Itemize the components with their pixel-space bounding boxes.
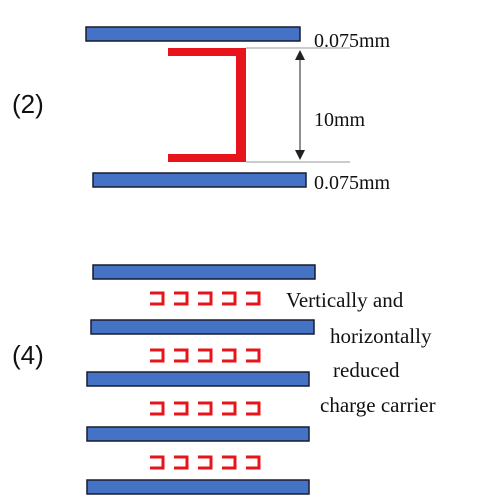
bottom-electrode-plate xyxy=(92,172,307,188)
separation-distance: 10mm xyxy=(314,109,366,131)
panel-2: (2) 0.075mm 10mm 0.075mm xyxy=(12,26,391,194)
panel-4-label: (4) xyxy=(12,340,44,370)
description-line-3: reduced xyxy=(333,358,400,382)
charge-carrier xyxy=(198,348,213,363)
description-line-4: charge carrier xyxy=(320,393,436,417)
dimension-arrow-up xyxy=(295,50,305,60)
charge-carrier xyxy=(150,455,165,470)
dimension-arrow-down xyxy=(295,150,305,160)
charge-carrier xyxy=(246,348,261,363)
carrier-rows xyxy=(150,291,261,470)
charge-carrier xyxy=(150,401,165,416)
charge-carrier xyxy=(222,455,237,470)
charge-carrier xyxy=(150,348,165,363)
stack-plate-2 xyxy=(90,319,315,335)
charge-carrier xyxy=(222,401,237,416)
description-line-1: Vertically and xyxy=(286,288,404,312)
stack-plate-3 xyxy=(86,371,310,387)
charge-carrier xyxy=(198,401,213,416)
bottom-gap-thickness: 0.075mm xyxy=(314,172,391,194)
stack-plate-1 xyxy=(92,264,316,280)
panel-2-label: (2) xyxy=(12,89,44,119)
charge-carrier xyxy=(246,401,261,416)
i-beam-carrier xyxy=(168,48,246,162)
stack-plate-5 xyxy=(86,479,310,495)
charge-carrier xyxy=(174,291,189,306)
charge-carrier xyxy=(246,291,261,306)
charge-carrier xyxy=(174,455,189,470)
top-electrode-plate xyxy=(85,26,301,42)
top-gap-thickness: 0.075mm xyxy=(314,30,391,52)
charge-carrier xyxy=(174,348,189,363)
charge-carrier xyxy=(150,291,165,306)
charge-carrier xyxy=(198,291,213,306)
charge-carrier xyxy=(198,455,213,470)
description-line-2: horizontally xyxy=(330,324,432,348)
charge-carrier xyxy=(174,401,189,416)
charge-carrier xyxy=(222,348,237,363)
charge-carrier xyxy=(246,455,261,470)
charge-carrier xyxy=(222,291,237,306)
stack-plate-4 xyxy=(86,426,310,442)
panel-4: (4) Vertically and horizontally reduced … xyxy=(12,264,436,495)
